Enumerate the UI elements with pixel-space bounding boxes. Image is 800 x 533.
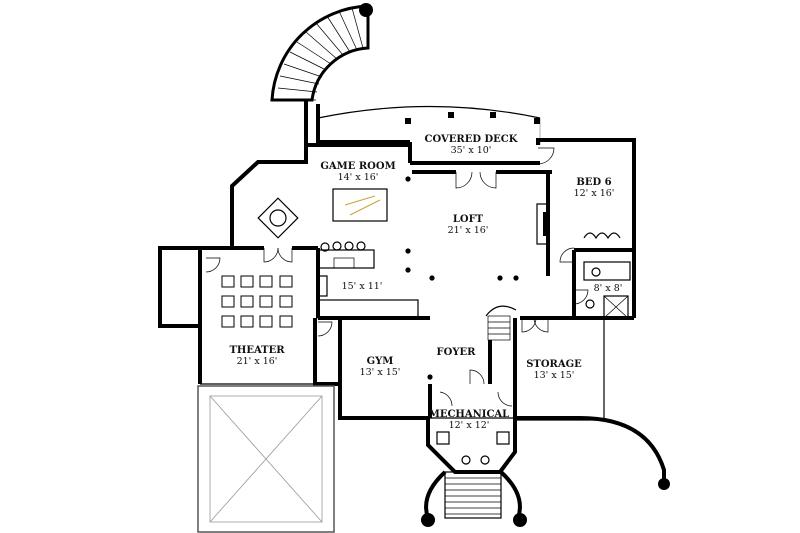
door-swings <box>205 147 589 407</box>
covered-deck-label: COVERED DECK <box>425 134 518 145</box>
room-labels: COVERED DECK 35' x 10' GAME ROOM 14' x 1… <box>229 134 622 431</box>
game-room-label: GAME ROOM <box>320 161 395 172</box>
foyer-label: FOYER <box>437 347 477 358</box>
game-room-size: 14' x 16' <box>338 172 379 183</box>
loft-fireplace <box>536 203 550 245</box>
kitchen-counters <box>317 241 419 319</box>
gym-size: 13' x 15' <box>360 367 401 378</box>
covered-deck-size: 35' x 10' <box>451 145 492 156</box>
bed6-closet <box>583 232 631 319</box>
mechanical-label: MECHANICAL <box>429 409 509 420</box>
spiral-staircase <box>270 3 373 102</box>
garage-box <box>197 385 335 533</box>
kitchen-size: 15' x 11' <box>342 281 383 292</box>
storage-size: 13' x 15' <box>534 370 575 381</box>
bed6-size: 12' x 16' <box>574 188 615 199</box>
bath-size: 8' x 8' <box>594 283 623 294</box>
foyer-stair <box>485 305 517 341</box>
theater-size: 21' x 16' <box>237 356 278 367</box>
entry-stair <box>421 470 527 527</box>
gym-label: GYM <box>367 356 394 367</box>
mechanical-size: 12' x 12' <box>449 420 490 431</box>
loft-label: LOFT <box>453 214 484 225</box>
game-room-furniture <box>257 188 388 239</box>
theater-seating <box>221 275 293 328</box>
columns <box>405 176 519 380</box>
bed6-label: BED 6 <box>576 177 611 188</box>
interior-walls <box>200 170 634 419</box>
mechanical-equipment <box>436 431 510 465</box>
storage-label: STORAGE <box>526 359 582 370</box>
theater-label: THEATER <box>229 345 285 356</box>
loft-size: 21' x 16' <box>448 225 489 236</box>
